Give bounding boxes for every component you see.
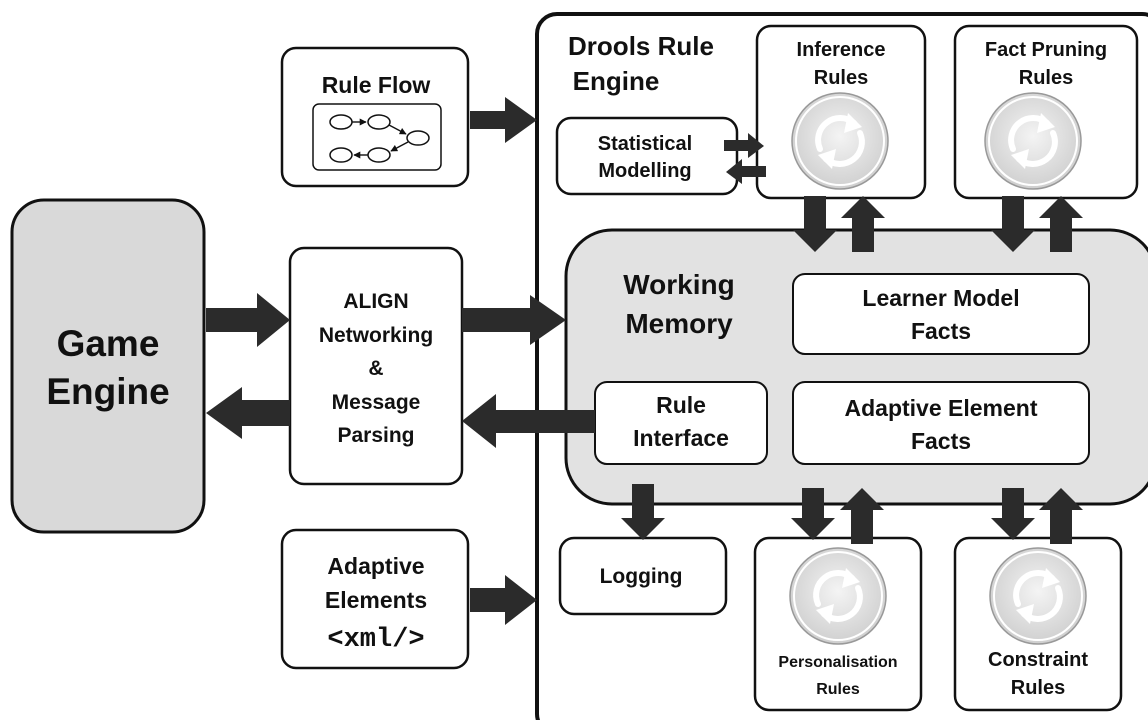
align-label-line1: ALIGN [343,290,408,313]
align-networking-box [288,246,464,486]
fact-pruning-line1: Fact Pruning [985,39,1107,61]
align-label-line5: Parsing [337,424,414,447]
drools-title-line1: Drools Rule [568,31,714,61]
arrow-personalisation-up [840,488,884,544]
adaptive-elements-label-line1: Adaptive [327,553,424,579]
adaptive-element-facts-line2: Facts [911,428,971,454]
inference-rules-line1: Inference [797,39,886,61]
arrow-pruning-up [1039,196,1083,252]
game-engine-label-line1: Game [57,323,160,364]
align-label-line4: Message [332,391,421,414]
arrow-constraint-down [991,488,1035,540]
refresh-cycle-icon [989,547,1087,645]
constraint-line2: Rules [1011,677,1065,699]
working-memory-line1: Working [623,269,734,300]
align-label-line2: Networking [319,324,433,347]
arrow-game-to-align [206,293,290,347]
adaptive-elements-box [280,528,470,670]
arrow-personalisation-down [791,488,835,540]
personalisation-line1: Personalisation [778,654,897,671]
arrows [206,97,1083,625]
working-memory-line2: Memory [625,308,733,339]
adaptive-element-facts-box [792,381,1090,465]
arrow-ruleflow-to-engine [470,97,537,143]
rule-interface-line2: Interface [633,425,729,451]
arrow-adaptive-to-engine [470,575,537,625]
arrow-inference-down [793,196,837,252]
learner-model-line2: Facts [911,318,971,344]
statistical-modelling-line2: Modelling [598,160,691,182]
inference-rules-line2: Rules [814,67,868,89]
constraint-line1: Constraint [988,649,1088,671]
align-label-line3: & [368,357,383,380]
arrow-stats-to-inference [724,133,764,158]
drools-title-line2: Engine [573,66,660,96]
arrow-interface-to-align [462,394,595,448]
personalisation-line2: Rules [816,681,860,698]
rule-interface-line1: Rule [656,392,706,418]
rule-flow-label: Rule Flow [322,72,431,98]
refresh-cycle-icon [984,92,1082,190]
refresh-cycle-icon [789,547,887,645]
fact-pruning-line2: Rules [1019,67,1073,89]
learner-model-line1: Learner Model [862,285,1019,311]
arrow-align-to-memory [462,295,566,345]
refresh-cycle-icon [791,92,889,190]
arrow-inference-to-stats [726,159,766,184]
learner-model-facts-box [792,273,1090,355]
arrow-constraint-up [1039,488,1083,544]
logging-label: Logging [600,565,683,588]
arrow-memory-to-logging [621,484,665,540]
game-engine-label-line2: Engine [46,371,169,412]
adaptive-elements-code: <xml/> [327,625,424,655]
adaptive-element-facts-line1: Adaptive Element [845,395,1038,421]
arrow-pruning-down [991,196,1035,252]
state-graph-icon [312,103,442,171]
statistical-modelling-box [555,116,739,196]
arrow-inference-up [841,196,885,252]
arrow-align-to-game [206,387,290,439]
statistical-modelling-line1: Statistical [598,133,692,155]
adaptive-elements-label-line2: Elements [325,587,427,613]
game-engine-box [10,198,206,534]
